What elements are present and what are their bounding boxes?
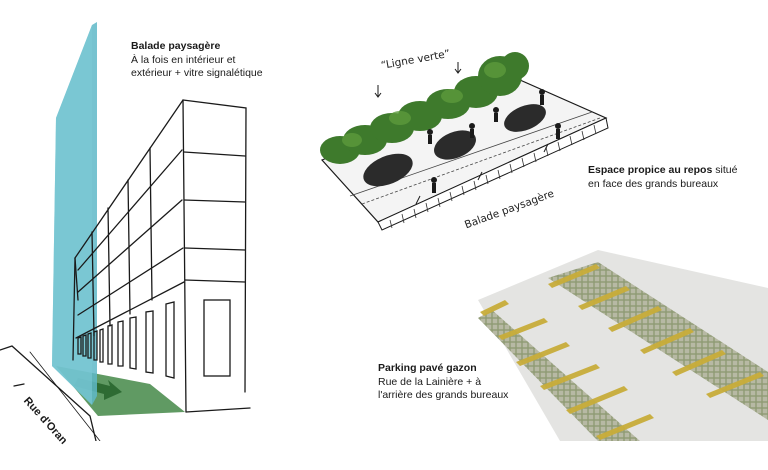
caption-parking-line2: l'arrière des grands bureaux <box>378 389 509 401</box>
bench-3 <box>504 104 546 132</box>
grass-bars <box>480 264 764 440</box>
caption-repos: Espace propice au repos situé en face de… <box>588 164 766 191</box>
caption-balade-line2: extérieur + vitre signalétique <box>131 67 263 79</box>
caption-balade: Balade paysagère À la fois en intérieur … <box>131 40 301 81</box>
caption-balade-title: Balade paysagère <box>131 40 221 52</box>
paver-strip-2 <box>548 262 768 420</box>
bench-2 <box>434 130 476 160</box>
building-sketch <box>0 22 251 441</box>
paver-strip-1 <box>478 310 640 441</box>
caption-parking-title: Parking pavé gazon <box>378 362 477 374</box>
people-figures <box>427 89 561 193</box>
caption-repos-title: Espace propice au repos <box>588 164 713 176</box>
caption-repos-line2: en face des grands bureaux <box>588 177 719 190</box>
caption-parking: Parking pavé gazon Rue de la Lainière + … <box>378 362 538 403</box>
road-surface <box>478 250 768 441</box>
caption-repos-rest: situé <box>712 164 738 176</box>
rest-area-sketch <box>320 52 609 231</box>
caption-parking-line1: Rue de la Lainière + à <box>378 375 482 388</box>
caption-balade-line1: À la fois en intérieur et <box>131 53 236 66</box>
bench-1 <box>363 153 413 187</box>
parking-render <box>478 250 768 441</box>
